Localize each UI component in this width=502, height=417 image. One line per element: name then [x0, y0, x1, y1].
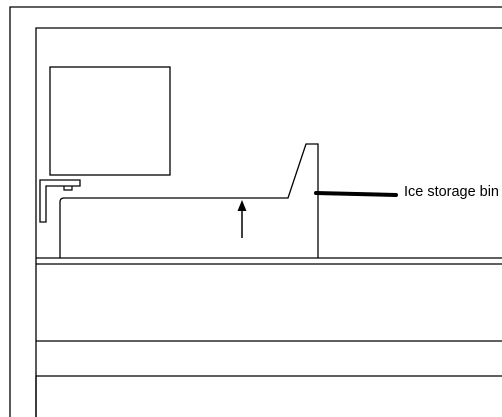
bottom-drawer-outline: [35, 375, 502, 417]
callout-leader-line: [314, 191, 398, 197]
bracket-tab: [63, 186, 73, 191]
freezer-outer-wall: [9, 6, 502, 417]
ice-storage-bin: [59, 143, 319, 258]
ice-maker-unit: [49, 66, 171, 176]
ice-maker-compartment: [35, 27, 502, 417]
ice-storage-bin-label: Ice storage bin: [404, 183, 499, 200]
ice-maker-bracket: [39, 179, 81, 223]
up-arrow-icon: [237, 200, 247, 211]
